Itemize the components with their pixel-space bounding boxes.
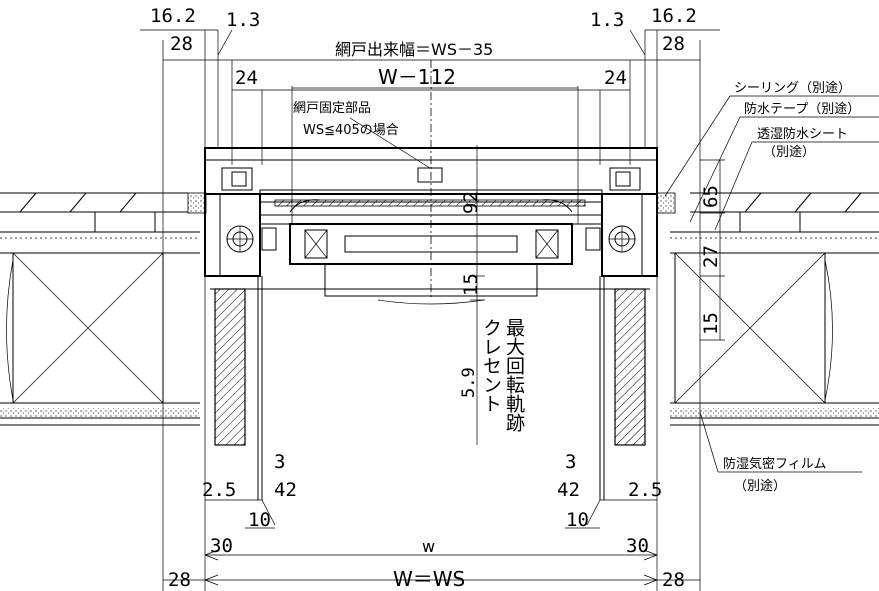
- label-fixing-part-1: 網戸固定部品: [293, 101, 371, 116]
- label-waterproof-tape: 防水テープ（別途）: [744, 101, 860, 117]
- dim-top-left-1-3: 1.3: [226, 9, 260, 31]
- dim-top-right-1-3: 1.3: [590, 9, 624, 31]
- label-leaders: [349, 95, 879, 473]
- label-crescent-2: 最大回転軌跡: [503, 318, 525, 432]
- label-breathable-sheet: 透湿防水シート: [757, 126, 848, 142]
- window-frame: [187, 147, 676, 297]
- dim-right-30: 30: [626, 535, 649, 557]
- dim-65: 65: [700, 185, 722, 208]
- dim-left-10: 10: [248, 509, 271, 531]
- dim-left-30: 30: [210, 535, 233, 557]
- dim-15-center: 15: [460, 273, 482, 296]
- dim-left-2-5: 2.5: [202, 479, 236, 501]
- centerlines: [291, 60, 579, 445]
- dim-w-lower: w: [422, 537, 435, 556]
- dim-net-width: 網戸出来幅＝WS－35: [335, 40, 493, 59]
- dim-right-3: 3: [565, 451, 576, 473]
- dim-left-42: 42: [274, 479, 297, 501]
- label-vapor-film: 防湿気密フィルム: [723, 456, 826, 472]
- label-vapor-film-note: （別途）: [734, 478, 786, 494]
- label-crescent-1: クレセント: [480, 318, 502, 413]
- dim-top-left-28: 28: [170, 33, 193, 55]
- dim-w-eq-ws: W＝WS: [393, 567, 465, 591]
- label-fixing-part-2: WS≦405の場合: [303, 123, 399, 138]
- dim-left-3: 3: [274, 451, 285, 473]
- label-breathable-sheet-note: （別途）: [763, 144, 815, 160]
- label-sealing: シーリング（別途）: [734, 80, 851, 96]
- dim-27: 27: [700, 245, 722, 268]
- dim-15-right: 15: [700, 312, 722, 335]
- dim-w-minus-112: W－112: [378, 65, 456, 89]
- wall-right: [670, 192, 879, 426]
- dim-right-2-5: 2.5: [628, 479, 662, 501]
- dim-bottom-left-28: 28: [168, 569, 191, 591]
- dim-bottom-right-28: 28: [662, 569, 685, 591]
- dim-left-24: 24: [235, 67, 258, 89]
- dim-top-left-16-2: 16.2: [150, 5, 196, 27]
- dim-92: 92: [460, 191, 482, 214]
- wall-left: [0, 192, 200, 426]
- dim-right-24: 24: [604, 67, 627, 89]
- interior-trim: [210, 276, 650, 500]
- dim-top-right-28: 28: [662, 33, 685, 55]
- dim-top-right-16-2: 16.2: [651, 5, 697, 27]
- dim-5-9: 5.9: [459, 367, 479, 398]
- dimension-lines: [140, 29, 725, 591]
- dim-right-10: 10: [566, 509, 589, 531]
- dim-right-42: 42: [557, 479, 580, 501]
